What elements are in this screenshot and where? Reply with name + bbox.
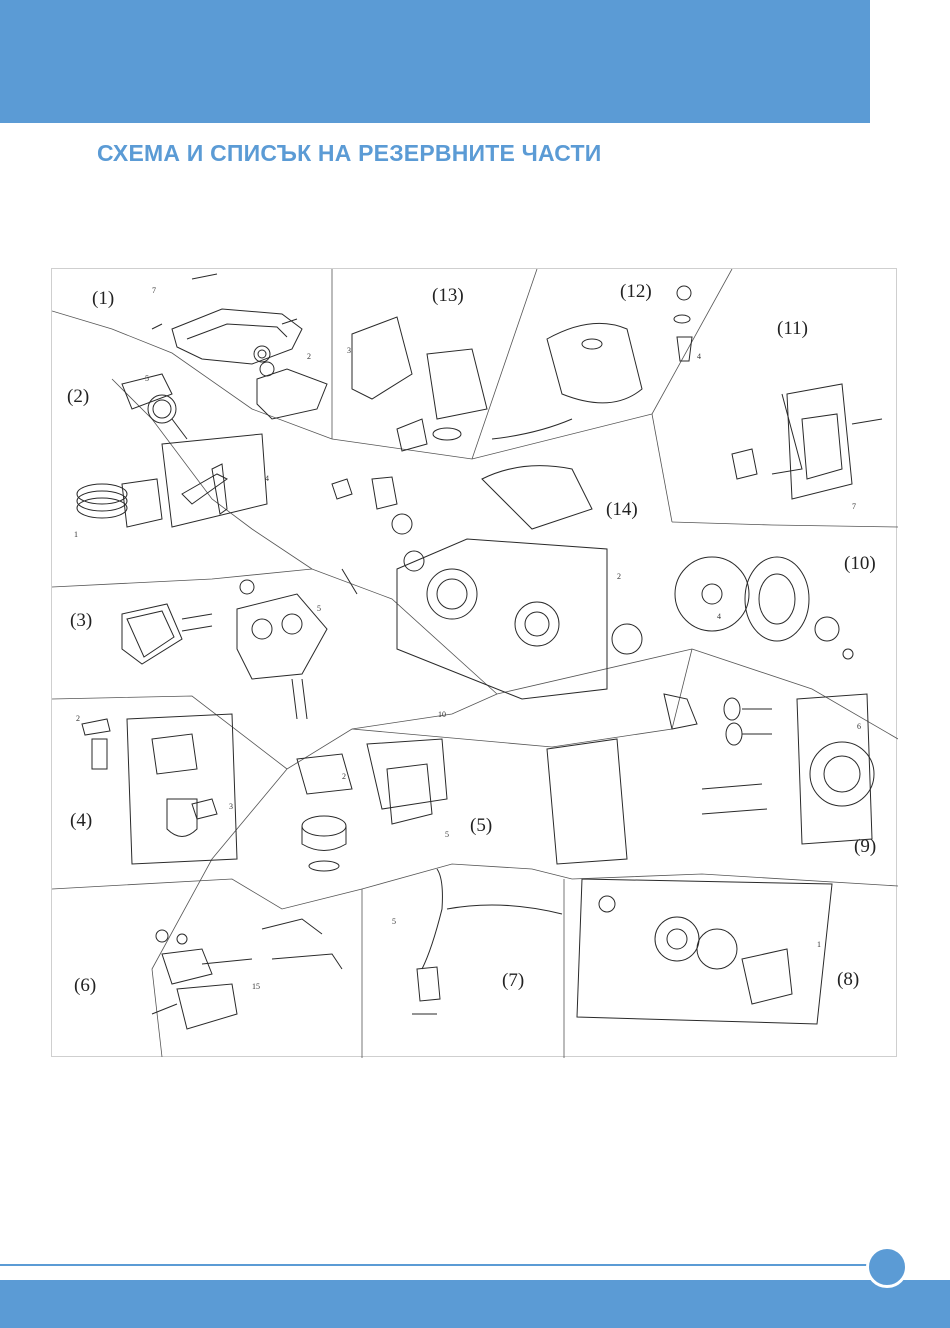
part-number: 3	[229, 802, 233, 811]
section-label-3: (3)	[70, 610, 92, 631]
fuel-tank-drawing	[492, 286, 692, 439]
engine-block-drawing	[332, 466, 642, 699]
section-label-11: (11)	[777, 318, 808, 339]
section-label-10: (10)	[844, 553, 876, 574]
part-number: 5	[317, 604, 321, 613]
page-number-badge	[866, 1246, 908, 1288]
parts-diagram: (1) (2) (3) (4) (5) (6) (7) (8) (9) (10)…	[51, 268, 897, 1057]
fan-cover-drawing	[732, 384, 882, 499]
part-number: 15	[252, 982, 260, 991]
part-number: 5	[445, 830, 449, 839]
part-number: 4	[697, 352, 701, 361]
part-number: 1	[74, 530, 78, 539]
part-number: 4	[265, 474, 269, 483]
exploded-view-drawing: (1) (2) (3) (4) (5) (6) (7) (8) (9) (10)…	[52, 269, 898, 1058]
part-number: 2	[342, 772, 346, 781]
section-divider-lines	[52, 269, 898, 1058]
part-number: 7	[852, 502, 856, 511]
section-label-4: (4)	[70, 810, 92, 831]
section-label-1: (1)	[92, 288, 114, 309]
part-number: 4	[717, 612, 721, 621]
governor-linkage-drawing	[152, 919, 342, 1029]
section-label-2: (2)	[67, 386, 89, 407]
part-number: 3	[347, 346, 351, 355]
part-number: 2	[76, 714, 80, 723]
part-number: 5	[392, 917, 396, 926]
muffler-drawing	[352, 317, 487, 451]
section-label-12: (12)	[620, 281, 652, 302]
valves-camshaft-drawing	[547, 694, 874, 864]
ignition-coil-drawing	[412, 869, 562, 1014]
recoil-starter-drawing	[577, 879, 832, 1024]
footer-band	[0, 1280, 950, 1328]
part-number: 6	[857, 722, 861, 731]
part-number: 5	[145, 374, 149, 383]
part-number: 1	[817, 940, 821, 949]
crankshaft-piston-drawing	[77, 374, 267, 527]
carburetor-drawing	[82, 714, 237, 864]
flywheel-drawing	[675, 557, 853, 659]
section-label-7: (7)	[502, 970, 524, 991]
section-label-8: (8)	[837, 969, 859, 990]
section-label-14: (14)	[606, 499, 638, 520]
page-title: СХЕМА И СПИСЪК НА РЕЗЕРВНИТЕ ЧАСТИ	[97, 140, 601, 167]
section-label-6: (6)	[74, 975, 96, 996]
part-number: 7	[152, 286, 156, 295]
section-label-5: (5)	[470, 815, 492, 836]
part-number: 2	[307, 352, 311, 361]
air-filter-drawing	[297, 739, 447, 871]
cylinder-head-drawing	[122, 580, 327, 719]
header-band	[0, 0, 870, 123]
section-label-13: (13)	[432, 285, 464, 306]
crankcase-cover-drawing	[152, 274, 327, 419]
part-number: 10	[438, 710, 446, 719]
part-number: 2	[617, 572, 621, 581]
footer-rule	[0, 1264, 868, 1266]
